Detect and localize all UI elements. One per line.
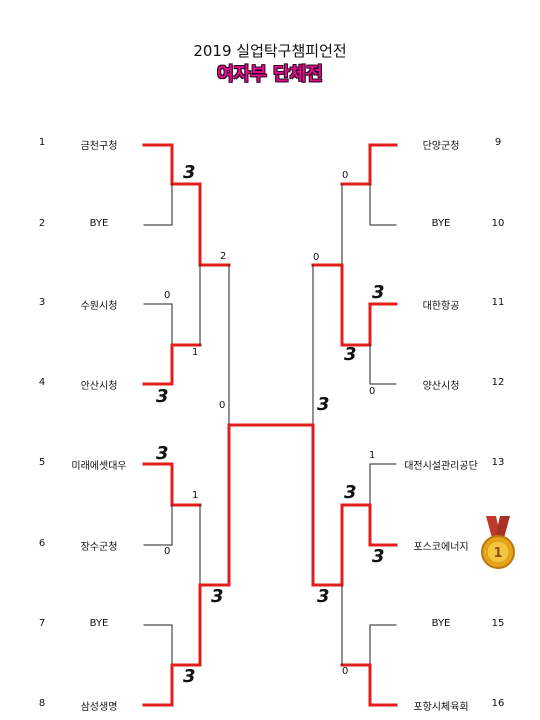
bracket-line (143, 303, 173, 346)
left-team-1: 금천구청 (80, 141, 118, 152)
left-team-3: 수원시청 (80, 301, 118, 312)
left-seed-6: 6 (38, 538, 46, 549)
bracket-line (142, 663, 202, 707)
bracket-line (142, 143, 202, 186)
left-seed-3: 3 (38, 297, 46, 308)
bracket-line (143, 624, 173, 666)
score-r1-m8-bot: 0 (342, 666, 348, 677)
score-r1-m6-top: 3 (372, 282, 385, 303)
right-seed-16: 16 (491, 698, 505, 709)
score-r1-m7-mid: 3 (344, 482, 357, 503)
left-seed-5: 5 (38, 457, 46, 468)
left-team-5: 미래에셋대우 (71, 461, 127, 472)
score-r1-m4-bot: 3 (183, 666, 196, 687)
bracket-line (369, 463, 397, 506)
score-r1-m1: 3 (183, 162, 196, 183)
score-r1-m3-mid: 1 (192, 490, 198, 501)
score-r1-m5-top: 0 (342, 170, 348, 181)
bracket-line (142, 462, 202, 507)
right-seed-15: 15 (491, 618, 505, 629)
left-team-2: BYE (89, 218, 109, 229)
bracket-line (369, 624, 397, 666)
score-r1-m2-bot-small: 1 (192, 347, 198, 358)
score-r2-right-bot: 3 (317, 586, 330, 607)
score-r1-m7-top: 1 (369, 450, 375, 461)
bracket-line (143, 183, 173, 226)
left-team-4: 안산시청 (80, 381, 118, 392)
right-team-16: 포항시체육회 (413, 702, 469, 713)
bracket-line (143, 504, 173, 546)
score-r1-m3-top: 3 (156, 443, 169, 464)
bracket-line (369, 183, 397, 226)
score-semi-left-top: 0 (219, 400, 225, 411)
score-r2-left-top: 2 (220, 251, 226, 262)
score-r1-m7-bot: 3 (372, 546, 385, 567)
score-r2-left-bot: 3 (211, 586, 224, 607)
bracket-line (283, 423, 315, 587)
bracket-line (311, 263, 344, 347)
left-seed-2: 2 (38, 218, 46, 229)
left-team-7: BYE (89, 618, 109, 629)
gold-medal-icon: 1 (481, 516, 515, 569)
right-seed-11: 11 (491, 297, 505, 308)
score-semi-right-top: 3 (317, 394, 330, 415)
right-team-10: BYE (431, 218, 451, 229)
bracket-line (311, 503, 344, 587)
left-seed-7: 7 (38, 618, 46, 629)
right-team-15: BYE (431, 618, 451, 629)
left-seed-8: 8 (38, 698, 46, 709)
tournament-title: 2019 실업탁구챔피언전 (193, 42, 347, 60)
left-team-6: 장수군청 (80, 542, 118, 553)
right-seed-12: 12 (491, 377, 505, 388)
score-r1-m2-bot: 3 (156, 386, 169, 407)
score-r2-right-top: 0 (313, 252, 319, 263)
right-team-13: 대전시설관리공단 (404, 461, 478, 472)
bracket-line (340, 302, 398, 347)
medal-label: 1 (493, 546, 502, 561)
right-team-12: 양산시청 (422, 381, 460, 392)
bracket-line (369, 344, 397, 385)
bracket-line (227, 423, 259, 587)
score-r1-m6-mid: 3 (344, 344, 357, 365)
score-r1-m6-bot: 0 (369, 386, 375, 397)
bracket-line (142, 343, 202, 386)
score-r1-m3-bot: 0 (164, 546, 170, 557)
right-team-14: 포스코에너지 (413, 542, 469, 553)
right-seed-13: 13 (491, 457, 505, 468)
bracket-line (340, 503, 398, 547)
score-r1-m2-top: 0 (164, 290, 170, 301)
tournament-subtitle: 여자부 단체전 (217, 64, 323, 85)
bracket-line (340, 143, 398, 186)
bracket-line (340, 663, 398, 707)
bracket-line (198, 583, 231, 667)
left-seed-4: 4 (38, 377, 46, 388)
right-seed-10: 10 (491, 218, 505, 229)
left-team-8: 삼성생명 (80, 702, 118, 713)
right-team-11: 대한항공 (422, 301, 460, 312)
left-seed-1: 1 (38, 137, 46, 148)
right-team-9: 단양군청 (422, 141, 460, 152)
right-seed-9: 9 (494, 137, 502, 148)
